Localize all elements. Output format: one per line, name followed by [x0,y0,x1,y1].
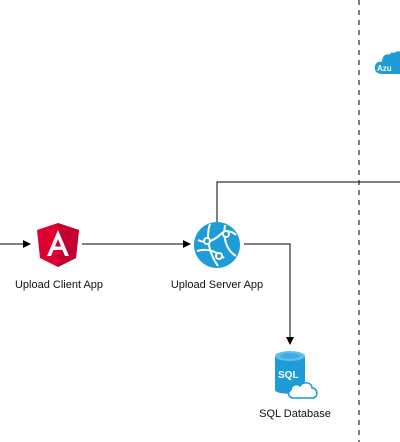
edge-server-to-cloud[interactable] [216,181,400,224]
client-app-label: Upload Client App [14,279,104,291]
app-service-icon[interactable] [192,220,242,270]
server-app-label: Upload Server App [170,279,264,291]
sql-database-label: SQL Database [259,408,331,420]
angular-icon[interactable] [36,222,80,268]
azure-cloud-icon[interactable]: Azu [374,44,400,78]
sql-badge-text: SQL [278,370,299,381]
sql-database-icon[interactable]: SQL [272,348,322,400]
azure-cloud-label: Azu [377,64,392,73]
edge-server-to-database[interactable] [244,243,294,345]
